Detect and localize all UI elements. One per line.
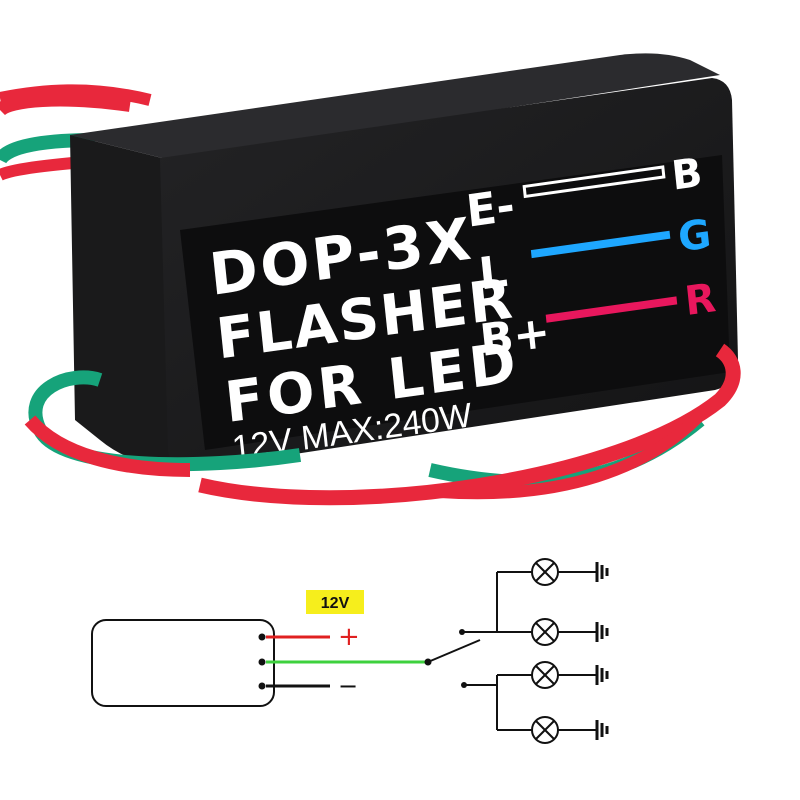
pin-bplus-label: B+ bbox=[478, 306, 553, 367]
switch-lever bbox=[427, 639, 481, 663]
wire-letter-g: G bbox=[676, 211, 713, 261]
plus-sign: + bbox=[338, 622, 360, 652]
flasher-relay: DOP-3X FLASHER FOR LED 12V MAX:240W E- L… bbox=[70, 53, 738, 470]
minus-sign: − bbox=[338, 672, 358, 700]
flasher-block bbox=[91, 619, 275, 707]
lamp-3 bbox=[497, 661, 609, 689]
terminal-ground bbox=[258, 682, 266, 690]
cable-bundle-front bbox=[24, 343, 741, 506]
lamp-1 bbox=[497, 558, 609, 586]
wire-line-black bbox=[522, 165, 666, 199]
wire-letter-r: R bbox=[683, 275, 718, 325]
terminal-load bbox=[258, 658, 266, 666]
label-sticker bbox=[180, 155, 730, 450]
terminal-positive bbox=[258, 633, 266, 641]
red-wire-left-top2 bbox=[0, 84, 152, 106]
red-wire-front-right bbox=[198, 343, 741, 506]
lamp-4 bbox=[497, 716, 609, 744]
pin-l-label: L bbox=[477, 246, 510, 301]
lamp-2 bbox=[497, 618, 609, 646]
wire-line-blue bbox=[530, 230, 671, 259]
red-wire-left-top bbox=[0, 92, 131, 116]
red-wire-front-right2 bbox=[439, 405, 710, 500]
wiring-diagram: 12V + − bbox=[91, 558, 609, 744]
wire-line-pink bbox=[545, 296, 678, 323]
pin-e-label: E- bbox=[464, 180, 517, 237]
voltage-badge-text: 12V bbox=[321, 595, 350, 612]
voltage-badge bbox=[306, 590, 364, 614]
box-top-face bbox=[70, 53, 720, 161]
wire-letter-b: B bbox=[669, 150, 704, 200]
red-wire-front-left bbox=[24, 415, 191, 477]
